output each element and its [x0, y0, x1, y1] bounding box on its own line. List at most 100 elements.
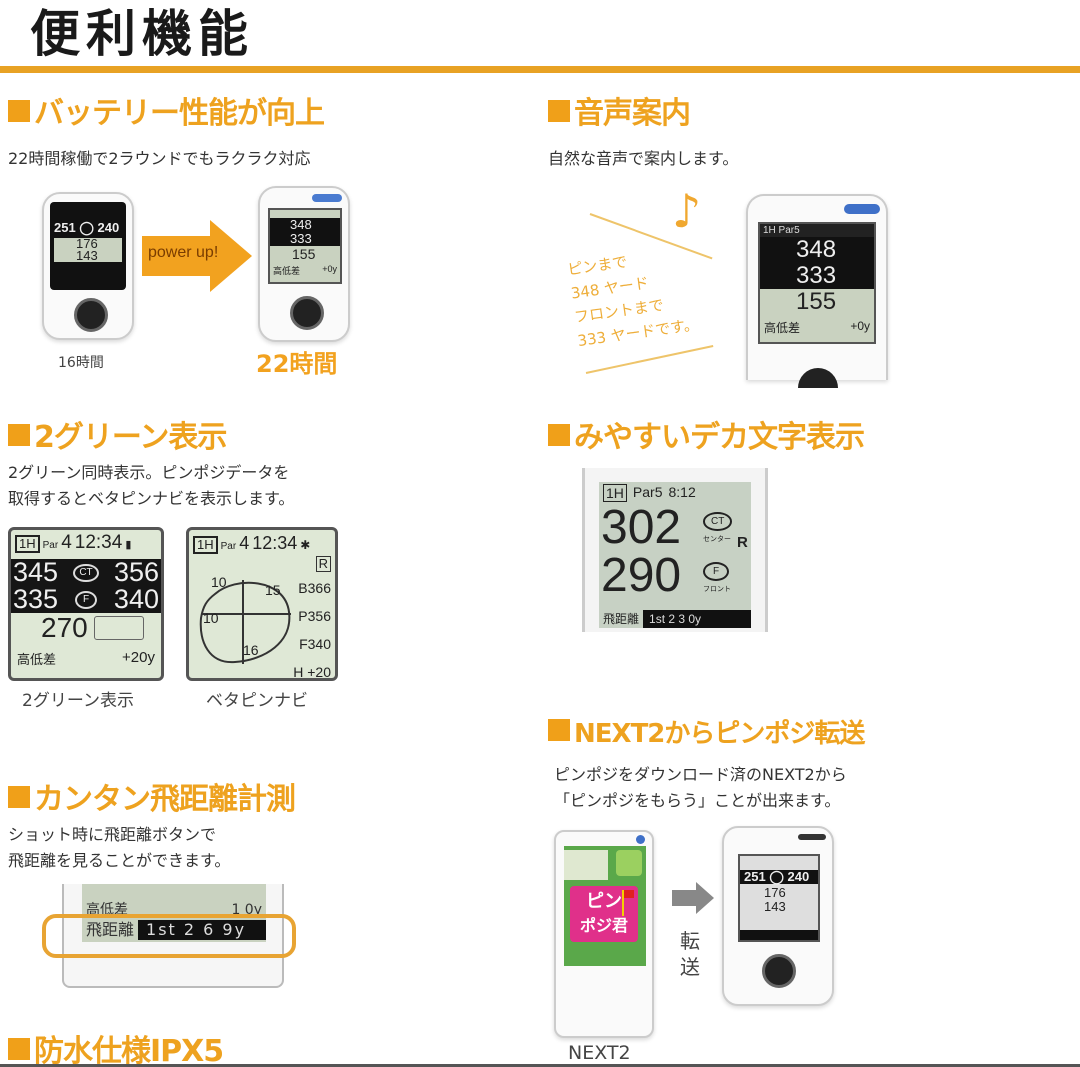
shot-distance-heading-text: カンタン飛距離計測 — [34, 782, 296, 817]
new-screen-line3: 155 — [292, 246, 316, 262]
quadrant-left: 10 — [203, 610, 219, 626]
square-bullet-icon — [548, 100, 570, 122]
voice-speech-text: ピンまで 348 ヤード フロントまで 333 ヤードです。 — [566, 241, 700, 353]
new-screen-footer-value: +0y — [322, 264, 337, 274]
old-battery-label: 16時間 — [58, 355, 104, 371]
shot-device-screen: 高低差 1 0y 飛距離 1st 2 6 9y — [82, 884, 266, 942]
green-b-front: 340 — [113, 584, 159, 614]
voice-heading-text: 音声案内 — [574, 96, 691, 131]
front-badge: F — [74, 590, 98, 609]
square-bullet-icon — [8, 1038, 30, 1060]
green-icon — [616, 850, 642, 876]
green-flag: R — [315, 556, 331, 572]
two-green-description: 2グリーン同時表示。ピンポジデータを 取得するとベタピンナビを表示します。 — [8, 460, 294, 512]
carry-label: 飛距離 — [86, 920, 135, 939]
carry-label: 飛距離 — [603, 612, 640, 626]
bottom-divider — [0, 1064, 1080, 1067]
new-device-image: 348 333 155 高低差+0y — [258, 186, 350, 342]
next2-info-panel — [564, 850, 608, 880]
target-screen-top-right: 240 — [787, 869, 810, 884]
dial-button-icon — [74, 298, 108, 332]
desc-line: 飛距離を見ることができます。 — [8, 851, 231, 870]
flag-cloth-icon — [624, 890, 634, 898]
desc-line: 2グリーン同時表示。ピンポジデータを — [8, 463, 290, 482]
green-a-front: 335 — [13, 584, 59, 614]
center-distance: 302 — [601, 501, 682, 554]
new-screen-line1: 348 — [290, 217, 312, 232]
flag-icon — [622, 890, 624, 916]
hole-badge: 1H — [193, 536, 218, 554]
carry-value: 1st 2 6 9y — [138, 920, 266, 940]
voice-screen-footer-label: 高低差 — [764, 321, 801, 335]
target-screen-mid1: 176 — [764, 885, 786, 900]
voice-heading: 音声案内 — [548, 96, 691, 132]
clock-time: 12:34 — [252, 533, 298, 553]
transfer-arrow-icon — [672, 882, 716, 914]
clock-time: 8:12 — [668, 484, 696, 500]
front-distance: 290 — [601, 549, 682, 602]
bluetooth-icon — [636, 835, 645, 844]
transfer-heading-text: NEXT2からピンポジ転送 — [574, 719, 865, 749]
desc-line: ショット時に飛距離ボタンで — [8, 825, 217, 844]
battery-heading: バッテリー性能が向上 — [8, 96, 325, 132]
big-text-device-image: 1H Par5 8:12 302 290 CT センター R F フロント 飛距… — [582, 468, 768, 632]
carry-value: 1st 2 3 0y — [643, 610, 751, 628]
front-badge: F — [703, 562, 730, 581]
voice-screen-line3: 155 — [796, 288, 837, 315]
dial-button-icon — [290, 296, 324, 330]
badge-icon — [844, 204, 880, 214]
dial-button-icon — [798, 368, 838, 388]
green-a-center: 345 — [13, 557, 59, 587]
transfer-label: 転送 — [680, 929, 700, 979]
music-note-icon: ♪ — [672, 184, 702, 238]
title-divider — [0, 66, 1080, 73]
distance-value: 270 — [41, 612, 88, 643]
center-badge: CT — [73, 563, 99, 582]
green-flag: R — [737, 534, 748, 551]
next2-label: NEXT2 — [568, 1042, 631, 1064]
back-distance: B366 — [298, 580, 331, 596]
quadrant-top-right: 15 — [265, 582, 281, 598]
bluetooth-icon: ✱ — [300, 538, 311, 552]
hole-map-icon — [93, 616, 144, 640]
badge-icon — [312, 194, 342, 202]
app-logo-line: ポジ君 — [579, 916, 628, 935]
voice-screen-footer-value: +0y — [850, 319, 870, 333]
pin-distance: P356 — [298, 608, 331, 624]
shot-distance-heading: カンタン飛距離計測 — [8, 782, 296, 818]
voice-screen-line2: 333 — [796, 262, 837, 289]
elevation-value: +20y — [122, 649, 155, 666]
clock-time: 12:34 — [74, 532, 123, 553]
screen-footer-bar — [740, 930, 818, 940]
par-number: 4 — [61, 532, 72, 553]
square-bullet-icon — [548, 424, 570, 446]
signal-icon: ▮ — [125, 539, 132, 551]
two-green-panel: 1H Par 4 12:34 ▮ 345 CT 356 335 F 340 27… — [8, 527, 164, 681]
height-diff: H +20 — [293, 664, 331, 680]
voice-device-image: 1H Par5 348 333 155 高低差+0y — [746, 194, 888, 388]
battery-description: 22時間稼働で2ラウンドでもラクラク対応 — [8, 149, 311, 168]
green-map-icon — [199, 580, 291, 664]
beta-pin-navi-panel: 1H Par 4 12:34 ✱ 10 15 10 16 R B366 P356… — [186, 527, 338, 681]
shot-device-image: 高低差 1 0y 飛距離 1st 2 6 9y — [62, 884, 284, 988]
square-bullet-icon — [8, 424, 30, 446]
badge-icon — [798, 834, 826, 840]
power-up-arrow: power up! — [142, 220, 252, 292]
big-text-heading-text: みやすいデカ文字表示 — [574, 420, 865, 455]
green-b-center: 356 — [113, 557, 159, 587]
new-screen-line2: 333 — [290, 231, 312, 246]
old-device-image: 251 ◯ 240 176 143 — [42, 192, 134, 340]
battery-heading-text: バッテリー性能が向上 — [34, 96, 325, 131]
old-screen-mid1: 176 — [76, 236, 98, 251]
voice-description: 自然な音声で案内します。 — [548, 149, 739, 168]
square-bullet-icon — [548, 719, 570, 741]
two-green-heading: 2グリーン表示 — [8, 420, 227, 456]
transfer-description: ピンポジをダウンロード済のNEXT2から 「ピンポジをもらう」ことが出来ます。 — [554, 762, 847, 814]
front-label: フロント — [703, 586, 731, 593]
par-label: Par — [42, 540, 59, 551]
hole-badge: 1H — [603, 484, 627, 502]
voice-device-screen: 1H Par5 348 333 155 高低差+0y — [758, 222, 876, 344]
front-distance: F340 — [299, 636, 331, 652]
par-label: Par5 — [632, 484, 663, 500]
next2-device-image: ピン ポジ君 — [554, 830, 654, 1038]
